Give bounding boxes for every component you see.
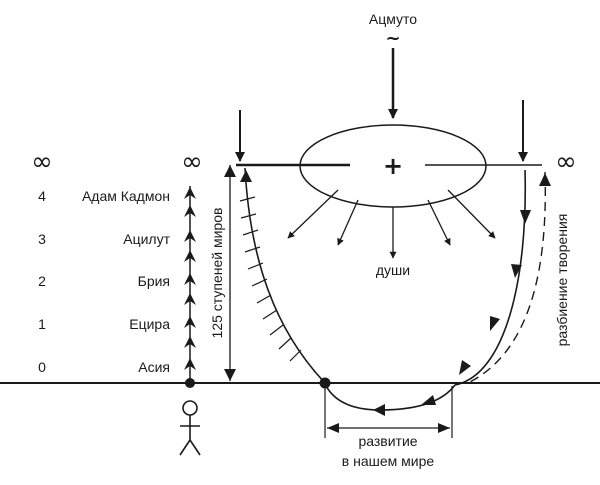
infinity-left: ∞ [31,147,53,177]
development-label-1: развитие [358,433,417,449]
tilde-mark: ~ [385,28,400,49]
descent-curve [244,167,326,384]
soul-arrows [287,189,496,259]
breaking-label: разбиение творения [554,214,570,347]
breaking-arrow [539,173,551,186]
level-number: 2 [38,273,46,289]
dev-arrow-left [327,423,339,433]
level-name: Адам Кадмон [82,188,170,204]
steps-label: 125 ступеней миров [209,208,225,339]
center-plus: + [383,152,403,180]
level-name: Ецира [129,316,170,332]
steps-arrow-top [224,165,236,177]
level-name: Ацилут [123,231,170,247]
levels-list: 4 Адам Кадмон 3 Ацилут 2 Брия 1 Ецира 0 … [38,188,170,375]
return-curve [324,169,527,411]
infinity-right: ∞ [555,147,577,177]
souls-label: души [376,262,410,278]
ladder-base-dot [185,378,195,388]
dev-arrow-right [438,423,450,433]
level-number: 1 [38,316,46,332]
return-arrows [373,210,531,416]
person-icon [179,400,201,456]
steps-arrow-bottom [224,369,236,381]
infinity-mid: ∞ [181,147,203,177]
descent-arrow [240,170,252,182]
source-label: Ацмуто [369,11,417,27]
level-number: 4 [38,188,46,204]
breaking-curve [467,171,547,384]
start-dot [319,377,331,389]
ladder-arrows [184,187,196,370]
level-number: 3 [38,231,46,247]
descent-ticks [239,196,302,362]
development-label-2: в нашем мире [342,453,435,469]
level-number: 0 [38,359,46,375]
level-name: Асия [138,359,170,375]
level-name: Брия [138,273,170,289]
